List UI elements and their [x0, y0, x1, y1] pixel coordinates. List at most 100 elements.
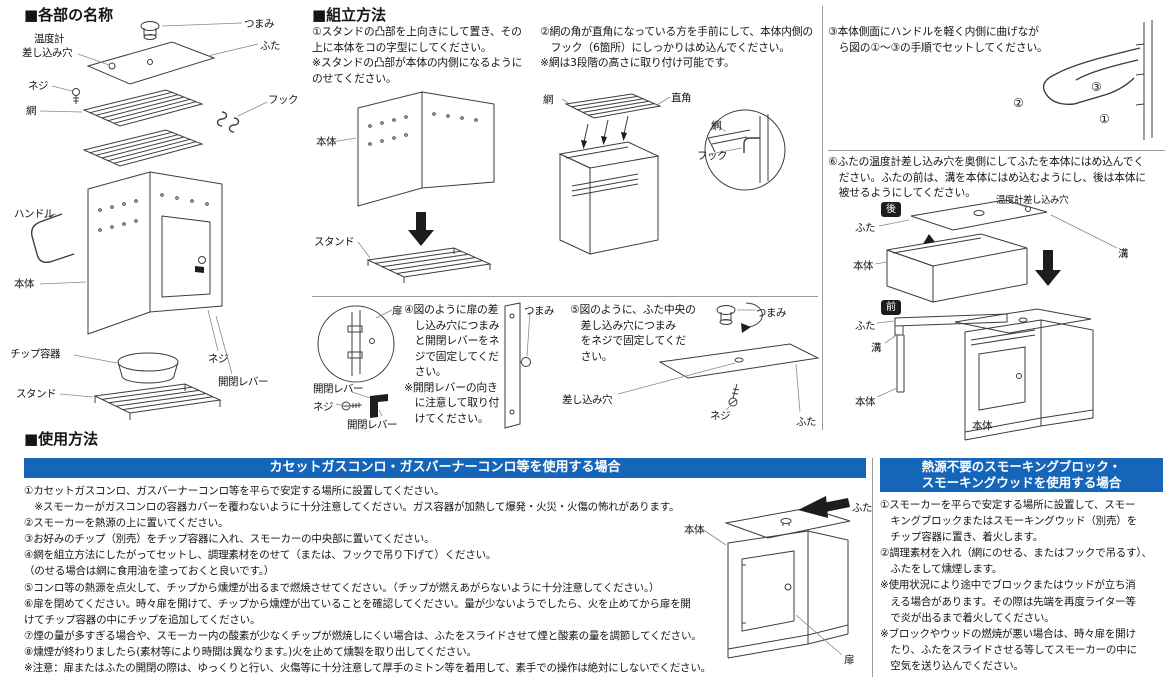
assembly-title: ■組立方法 [312, 6, 387, 24]
step6-label-groove-2: 溝 [871, 342, 882, 354]
step1-label-stand: スタンド [314, 236, 355, 248]
step4-diagram [317, 302, 531, 429]
assembly-step2-text: ②網の角が直角になっている方を手前にして、本体内側の フック（6箇所）にしっかり… [540, 24, 813, 71]
rotate-arrow-icon [745, 302, 763, 328]
text-line: キングブロックまたはスモーキングウッド（別売）を [880, 515, 1137, 528]
text-line: と開閉レバーをネ [404, 334, 500, 347]
usage-label-body: 本体 [684, 524, 705, 536]
step5-label-knob: つまみ [756, 307, 787, 319]
text-line: たり、ふたをスライドさせる等してスモーカーの中に [880, 643, 1137, 656]
usage-smoker-diagram [701, 496, 851, 659]
label-screw-door: ネジ [208, 353, 229, 365]
block-usage-header: 熱源不要のスモーキングブロック・ スモーキングウッドを使用する場合 [880, 458, 1163, 492]
parts-title: ■各部の名称 [24, 6, 114, 24]
block-usage-text: ①スモーカーを平らで安定する場所に設置して、スモー キングブロックまたはスモーキ… [880, 497, 1152, 674]
text-line: ③お好みのチップ（別売）をチップ容器に入れ、スモーカーの中央部に置いてください。 [24, 533, 435, 546]
text-line: ⑦煙の量が多すぎる場合や、スモーカー内の酸素が少なくチップが燃焼しにくい場合は、… [24, 629, 702, 642]
divider-horizontal-mid [312, 296, 818, 297]
text-line: ※注意：扉またはふたの開閉の際は、ゆっくりと行い、火傷等に十分注意して厚手のミト… [24, 662, 711, 675]
step2-label-right-angle: 直角 [671, 92, 692, 104]
step3-diagram [1042, 20, 1153, 140]
slide-arrow-icon [923, 234, 935, 244]
label-hook: フック [268, 94, 299, 106]
text-line: ※網は3段階の高さに取り付け可能です。 [540, 56, 735, 69]
screw-drawing [728, 383, 740, 407]
step5-label-screw: ネジ [710, 410, 731, 422]
text-line: ①スモーカーを平らで安定する場所に設置して、スモー [880, 499, 1136, 511]
text-line: ⑥ふたの温度計差し込み穴を奥側にしてふたを本体にはめ込んでく [828, 155, 1144, 168]
hook-detail-circle [704, 109, 786, 191]
lid-drawing [86, 41, 216, 85]
label-body: 本体 [14, 278, 35, 290]
screw-drawing [341, 401, 363, 411]
lid-slide-drawing [910, 199, 1048, 231]
assembled-smoker-drawing [954, 308, 1094, 441]
text-line: ⑤コンロ等の熱源を点火して、チップから燻煙が出るまで燃焼させてください。（チップ… [24, 581, 660, 594]
text-line: （のせる場合は網に食用油を塗っておくと良いです。） [24, 565, 275, 578]
step6-label-body-3: 本体 [972, 420, 993, 432]
label-chip-container: チップ容器 [10, 348, 61, 360]
text-line: ※開閉レバーの向き [404, 380, 498, 394]
block-usage-header-line1: 熱源不要のスモーキングブロック・ [921, 459, 1122, 474]
usage-label-door: 扉 [844, 654, 855, 666]
text-line: ※ブロックやウッドの燃焼が悪い場合は、時々扉を開け [880, 627, 1136, 640]
body-drawing [87, 171, 223, 335]
step6-badge-back: 後 [881, 202, 901, 217]
assembly-step4-text: ④図のように扉の差 し込み穴につまみ と開閉レバーをネ ジで固定してくだ さい。… [404, 302, 500, 426]
step6-badge-front: 前 [881, 300, 901, 315]
text-line: ⑧燻煙が終わりましたら(素材等により時間は異なります。)火を止めて燻製を取り出し… [24, 645, 477, 658]
step5-diagram [617, 302, 820, 413]
door-strip-drawing [504, 302, 531, 429]
text-line: ②網の角が直角になっている方を手前にして、本体内側の [540, 25, 813, 38]
lever-drawing [370, 394, 388, 418]
text-line: で炎が出るまで着火してください。 [880, 611, 1055, 624]
gas-usage-text: ①カセットガスコンロ、ガスバーナーコンロ等を平らで安定する場所に設置してください… [24, 483, 711, 676]
label-handle: ハンドル [14, 208, 55, 220]
step3-order-3: ③ [1091, 80, 1102, 94]
knob-drawing [140, 21, 160, 40]
step6-label-lid-2: ふた [855, 320, 876, 332]
handle-wire-2 [1075, 59, 1139, 81]
door-detail-circle [317, 305, 395, 383]
assembly-step3-text: ③本体側面にハンドルを軽く内側に曲げなが ら図の①〜③の手順でセットしてください… [828, 24, 1048, 55]
text-line: フック（6箇所）にしっかりはめ込んでください。 [540, 40, 790, 54]
block-usage-header-line2: スモーキングウッドを使用する場合 [921, 475, 1122, 490]
text-line: ⑥扉を閉めてください。時々扉を開けて、チップから燻煙が出ていることを確認してくだ… [24, 597, 691, 610]
text-line: さい。 [404, 365, 447, 378]
step6-label-groove-1: 溝 [1118, 248, 1129, 260]
down-arrow-icon [1035, 250, 1061, 286]
grill-drawing [564, 93, 662, 119]
body-drawing [727, 530, 849, 659]
body-box-drawing [558, 141, 660, 255]
text-line: ジで固定してくだ [404, 349, 499, 363]
text-line: ④図のように扉の差 [404, 303, 499, 316]
text-line: ださい。ふたの前は、溝を本体にはめ込むようにし、後は本体に [828, 170, 1147, 184]
step6-label-body-1: 本体 [853, 260, 874, 272]
text-line: のせてください。 [312, 71, 397, 85]
step1-diagram [331, 91, 495, 283]
text-line: ④網を組立方法にしたがってセットし、調理素材をのせて（または、フックで吊り下げて… [24, 549, 497, 562]
gas-usage-header-text: カセットガスコンロ・ガスバーナーコンロ等を使用する場合 [269, 460, 621, 475]
lid-drawing [724, 507, 851, 539]
text-line: ⑤図のように、ふた中央の [570, 303, 696, 316]
step6-label-body-2: 本体 [855, 396, 876, 408]
step4-label-lever-1: 開閉レバー [313, 383, 364, 395]
label-stand: スタンド [16, 388, 57, 400]
text-line: ③本体側面にハンドルを軽く内側に曲げなが [828, 25, 1039, 38]
step2-label-grill: 網 [543, 94, 554, 106]
step5-label-lid: ふた [796, 416, 817, 428]
text-line: ②スモーカーを熱源の上に置いてください。 [24, 517, 229, 530]
step2-diagram [558, 93, 786, 255]
text-line: ※スモーカーがガスコンロの容器カバーを覆わないように十分注意してください。ガス容… [24, 501, 680, 514]
stand-drawing [366, 247, 492, 283]
text-line: し込み穴につまみ [404, 318, 500, 332]
label-lid: ふた [260, 40, 281, 52]
hook-detail-drawing [707, 114, 769, 183]
text-line: ①カセットガスコンロ、ガスバーナーコンロ等を平らで安定する場所に設置してください… [24, 485, 445, 497]
text-line: さい。 [570, 349, 613, 363]
label-knob: つまみ [244, 18, 275, 30]
step4-label-lever-2: 開閉レバー [347, 419, 398, 431]
label-thermometer-hole-1: 温度計 [34, 33, 65, 45]
step6-diagram [874, 199, 1118, 441]
